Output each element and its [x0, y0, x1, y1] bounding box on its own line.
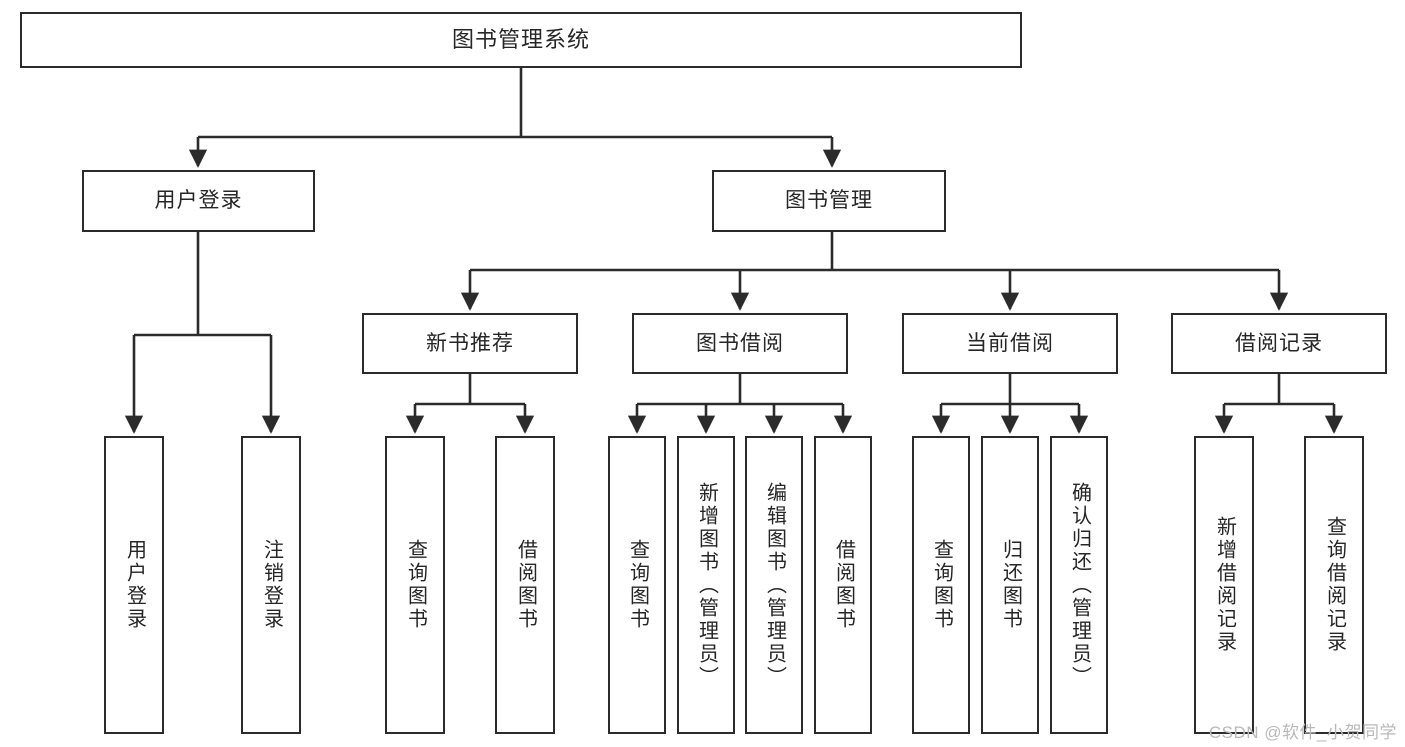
leaf-book-borrow-borrow[interactable]: 借阅图书	[814, 436, 872, 734]
leaf-new-book-query[interactable]: 查询图书	[385, 436, 445, 734]
node-root-system[interactable]: 图书管理系统	[20, 12, 1022, 68]
node-new-book-recommend[interactable]: 新书推荐	[362, 313, 578, 374]
leaf-borrow-record-add[interactable]: 新增借阅记录	[1194, 436, 1254, 734]
leaf-borrow-record-query[interactable]: 查询借阅记录	[1304, 436, 1364, 734]
leaf-user-login-logout[interactable]: 注销登录	[241, 436, 301, 734]
csdn-watermark: CSDN @软件_小贺同学	[1208, 723, 1397, 742]
leaf-book-borrow-edit[interactable]: 编辑图书（管理员）	[745, 436, 803, 734]
node-book-management[interactable]: 图书管理	[712, 170, 946, 232]
node-current-borrow[interactable]: 当前借阅	[902, 313, 1118, 374]
leaf-user-login-login[interactable]: 用户登录	[104, 436, 164, 734]
node-borrow-record[interactable]: 借阅记录	[1171, 313, 1387, 374]
leaf-current-borrow-query[interactable]: 查询图书	[912, 436, 970, 734]
node-user-login[interactable]: 用户登录	[82, 170, 315, 232]
node-book-borrow[interactable]: 图书借阅	[632, 313, 848, 374]
leaf-current-borrow-confirm[interactable]: 确认归还（管理员）	[1050, 436, 1108, 734]
leaf-book-borrow-query[interactable]: 查询图书	[608, 436, 666, 734]
leaf-current-borrow-return[interactable]: 归还图书	[981, 436, 1039, 734]
leaf-new-book-borrow[interactable]: 借阅图书	[495, 436, 555, 734]
leaf-book-borrow-add[interactable]: 新增图书（管理员）	[677, 436, 735, 734]
